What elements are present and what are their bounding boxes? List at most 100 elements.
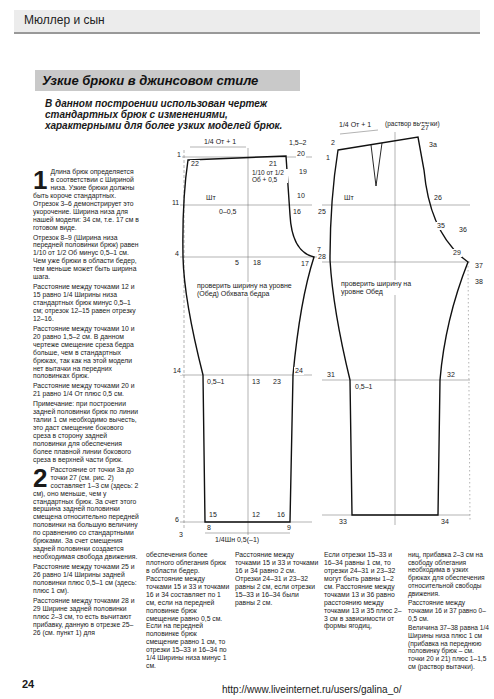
point-label: 2 xyxy=(330,139,336,147)
body-paragraph: Примечание: при построении задней полови… xyxy=(33,400,139,464)
section-number: 1 xyxy=(33,169,47,191)
point-label: 11 xyxy=(171,199,180,207)
point-label: 23 xyxy=(272,378,282,386)
body-paragraph: обеспечения более плотного облегания брю… xyxy=(146,551,230,670)
point-label: 10 xyxy=(296,192,306,200)
point-label: 0,5–1 xyxy=(354,383,374,391)
body-paragraph: Расстояние между точками 20 и 21 равно 1… xyxy=(33,382,139,398)
header-rule xyxy=(14,33,480,34)
point-label: 3 xyxy=(178,531,184,539)
crease-line xyxy=(395,132,396,525)
point-label: 33 xyxy=(338,518,348,526)
body-paragraph: Расстояние между точками 10 и 20 равно 1… xyxy=(33,325,139,381)
crotch-line xyxy=(322,262,470,263)
point-label: 14 xyxy=(172,367,182,375)
point-label: 19 xyxy=(298,168,308,176)
text-column: обеспечения более плотного облегания брю… xyxy=(146,551,230,672)
body-paragraph: Расстояние между точками 15 и 33 и точка… xyxy=(235,551,319,607)
point-label: 37 xyxy=(474,262,484,270)
text-column: 1Длина брюк определяется в соответствии … xyxy=(33,168,139,638)
point-label: 0–0,5 xyxy=(218,208,238,216)
point-label: 1 xyxy=(325,154,331,162)
point-label: 13 xyxy=(251,378,261,386)
point-label: Шт xyxy=(205,194,217,202)
text-column: Если отрезки 15–33 и 16–34 равны 1 см, т… xyxy=(324,551,404,632)
body-paragraph: ниц, прибавка 2–3 см на свободу облегани… xyxy=(408,551,490,597)
body-paragraph: Расстояние между точками 25 и 26 равно 1… xyxy=(33,563,139,595)
body-paragraph: Расстояние между точками 16 и 37 равно 0… xyxy=(408,599,490,622)
point-label: 6 xyxy=(174,516,180,524)
point-label: 26 xyxy=(433,194,443,202)
point-label: 36 xyxy=(458,226,468,234)
page-text: 24 xyxy=(22,678,34,690)
point-label: 35 xyxy=(436,222,446,230)
knee-line xyxy=(180,375,312,376)
point-label: проверить ширину на уровне Обед xyxy=(340,280,430,295)
body-paragraph: Если отрезки 15–33 и 16–34 равны 1 см, т… xyxy=(324,551,404,630)
point-label: 12 xyxy=(251,511,261,519)
knee-line xyxy=(322,380,470,381)
point-label: Шт xyxy=(343,194,355,202)
point-label: (раствор вытачки) xyxy=(384,120,441,127)
point-label: 38 xyxy=(474,278,484,286)
point-label: 17 xyxy=(300,260,310,268)
text-column: Расстояние между точками 15 и 33 и точка… xyxy=(235,551,319,609)
point-label: 29 xyxy=(452,249,462,257)
dimension-line xyxy=(190,147,246,148)
point-label: 9 xyxy=(286,524,292,532)
point-label: 1/4 От + 1 xyxy=(203,138,237,146)
dotted-guide xyxy=(468,262,470,520)
dimension-line xyxy=(205,533,290,534)
body-paragraph: Отрезок 8–9 (Ширина низа передней полови… xyxy=(33,234,139,282)
point-label: 24 xyxy=(294,367,304,375)
body-paragraph: Расстояние между точками 28 и 29 Ширине … xyxy=(33,597,139,637)
page-text: http://www.liveinternet.ru/users/galina_… xyxy=(222,684,402,695)
crease-line xyxy=(248,148,249,535)
point-label: 21 xyxy=(268,160,278,168)
point-label: 16 xyxy=(276,511,286,519)
point-label: проверить ширину на уровне (Обед) Обхват… xyxy=(196,282,302,297)
point-label: 22 xyxy=(190,160,200,168)
page-text: В данном построении использован чертеж с… xyxy=(45,98,290,131)
point-label: 5 xyxy=(234,259,240,267)
front-outline xyxy=(183,156,314,522)
page-header xyxy=(14,10,480,91)
point-label: 28 xyxy=(317,253,327,261)
page-text: Мюллер и сын xyxy=(24,14,105,27)
point-label: 15 xyxy=(208,511,218,519)
body-paragraph: Расстояние между точками 12 и 15 равно 1… xyxy=(33,283,139,323)
back-outline xyxy=(330,137,468,515)
point-label: 8 xyxy=(206,524,212,532)
section-number: 2 xyxy=(33,467,47,489)
point-label: 20 xyxy=(296,150,306,158)
title-band xyxy=(35,70,300,91)
body-paragraph: Величина 37–38 равна 1/4 Ширины низа плю… xyxy=(408,624,490,670)
point-label: 31 xyxy=(326,371,336,379)
crotch-line xyxy=(180,257,318,258)
dart xyxy=(371,143,382,186)
page-title: Узкие брюки в джинсовом стиле xyxy=(42,73,258,88)
point-label: 3а xyxy=(428,141,438,149)
body-paragraph: Расстояние от точки 3а до точки 27 (см. … xyxy=(33,466,139,561)
point-label: 1 xyxy=(176,151,182,159)
hip-line xyxy=(322,205,470,206)
text-column: ниц, прибавка 2–3 см на свободу облегани… xyxy=(408,551,490,673)
point-label: 1/10 от 1/2 Об + 0,5 xyxy=(251,169,288,183)
point-label: 27 xyxy=(420,124,430,132)
point-label: 4 xyxy=(174,250,180,258)
body-paragraph: Длина брюк определяется в соответствии с… xyxy=(33,168,139,232)
point-label: 16 xyxy=(292,208,302,216)
point-label: 32 xyxy=(446,371,456,379)
point-label: 0,5–1 xyxy=(206,378,226,386)
point-label: 1/4 От + 1 xyxy=(338,121,372,129)
front-grid xyxy=(180,147,318,535)
dimension-line xyxy=(340,130,378,134)
point-label: 34 xyxy=(440,518,450,526)
header-band xyxy=(14,10,480,32)
back-grid xyxy=(322,130,470,525)
point-label: 18 xyxy=(252,259,262,267)
hip-line xyxy=(180,205,312,206)
point-label: 25 xyxy=(317,208,327,216)
point-label: 1/4Шн 0,5(–1) xyxy=(214,536,260,544)
point-label: 1,5–2 xyxy=(288,139,308,147)
